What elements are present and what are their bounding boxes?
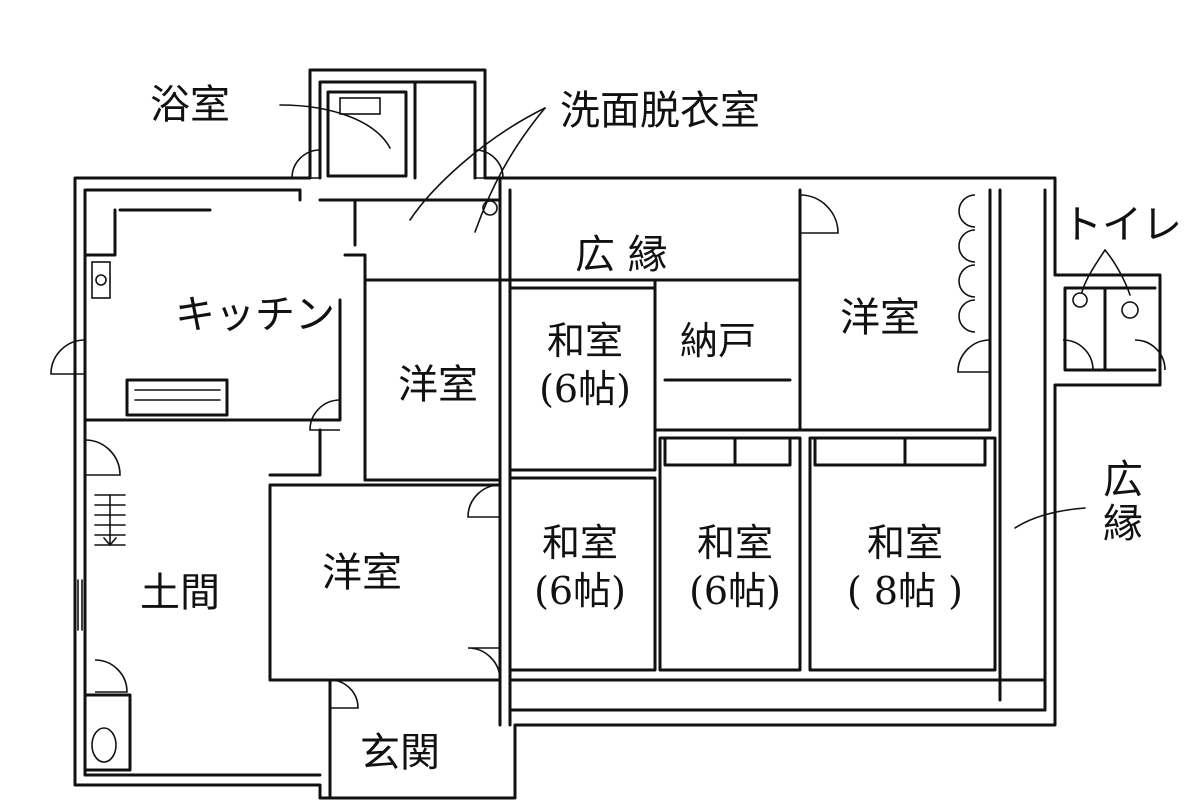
japanese-room-2-size: (6帖): [534, 568, 626, 613]
japanese-room-1-size: (6帖): [539, 366, 631, 411]
outer-walls: [73, 68, 1162, 800]
western-room-1-label: 洋室: [398, 362, 478, 408]
toilet-block: [1062, 286, 1166, 372]
kitchen-room: [50, 188, 367, 482]
veranda-top-label: 広 縁: [575, 232, 668, 278]
kitchen-label: キッチン: [175, 292, 335, 338]
toilet-label: トイレ: [1062, 202, 1182, 248]
doma-area: [77, 428, 322, 772]
japanese-room-1: 和室 (6帖): [535, 318, 635, 413]
leader-lines: [279, 104, 1131, 529]
storage-label: 納戸: [680, 319, 757, 363]
japanese-room-1-label: 和室: [546, 319, 623, 363]
japanese-room-4-size: ( 8帖 ): [847, 568, 963, 613]
closet-doors: [799, 194, 991, 373]
doma-label: 土間: [140, 570, 220, 616]
japanese-room-3-size: (6帖): [689, 568, 781, 613]
japanese-room-2-label: 和室: [541, 521, 618, 565]
japanese-room-2: 和室 (6帖): [520, 520, 640, 615]
japanese-room-4: 和室 ( 8帖 ): [830, 520, 980, 615]
entrance-label: 玄関: [360, 730, 440, 776]
room-doors: [329, 484, 501, 709]
western-room-3-label: 洋室: [322, 550, 402, 596]
western-room-2-label: 洋室: [840, 295, 920, 341]
japanese-room-3: 和室 (6帖): [675, 520, 795, 615]
partitions: [268, 178, 1047, 800]
japanese-room-4-label: 和室: [866, 521, 943, 565]
bath-label: 浴室: [150, 82, 230, 128]
veranda-side-label: 広縁: [1096, 458, 1142, 546]
bath-block: [291, 80, 504, 247]
washroom-label: 洗面脱衣室: [560, 88, 760, 134]
japanese-room-3-label: 和室: [696, 521, 773, 565]
